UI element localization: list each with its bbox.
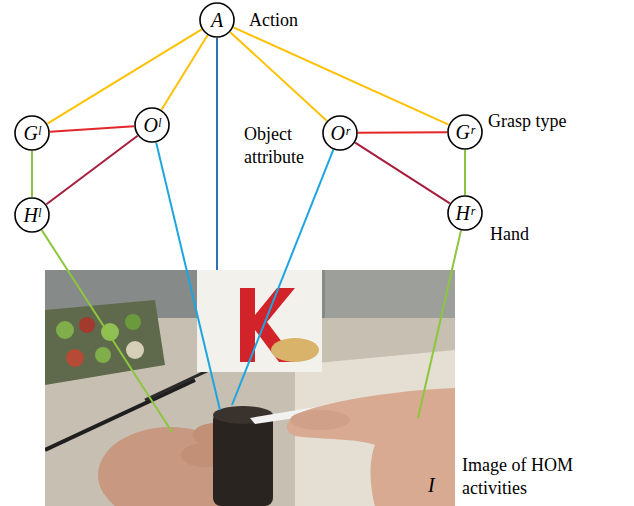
cereal-box — [197, 270, 322, 372]
variable-node: GʳGrasp type — [447, 114, 483, 150]
variable-label: Grasp type — [488, 110, 566, 133]
dependency-edge — [355, 143, 450, 204]
dependency-edge — [161, 35, 207, 109]
variable-symbol: A — [211, 10, 223, 30]
dependency-edge — [50, 126, 134, 132]
variable-symbol: Oˡ — [143, 115, 160, 135]
dependency-edge — [42, 230, 172, 432]
variable-symbol: Oʳ — [331, 123, 350, 143]
variable-circle-outline — [15, 116, 49, 150]
dependency-edge — [358, 131, 447, 134]
variable-circle-outline — [15, 198, 49, 232]
activity-photo — [45, 270, 455, 506]
variable-label: Action — [249, 9, 298, 32]
variable-node: HʳHand — [447, 195, 483, 231]
variable-label: Object attribute — [244, 123, 318, 168]
image-node: IImage of HOM activities — [45, 270, 455, 506]
image-caption: Image of HOM activities — [462, 454, 632, 499]
variable-node: Hˡ — [14, 197, 50, 233]
variable-node: Oˡ — [134, 107, 170, 143]
dependency-edge — [232, 150, 333, 405]
dependency-edge — [156, 143, 220, 410]
variable-symbol: I — [428, 473, 435, 498]
dependency-edge — [464, 150, 466, 195]
dependency-edge — [230, 32, 326, 121]
variable-circle-outline — [135, 108, 169, 142]
variable-node: OʳObject attribute — [322, 115, 358, 151]
dependency-edge — [418, 231, 461, 418]
variable-symbol: Gˡ — [23, 123, 40, 143]
variable-symbol: Hʳ — [456, 203, 475, 223]
variable-circle-outline — [448, 115, 482, 149]
dependency-edge — [31, 151, 33, 197]
variable-circle-outline — [200, 3, 234, 37]
dependency-edge — [47, 29, 201, 123]
variable-label: Hand — [490, 223, 529, 246]
variable-circle-outline — [323, 116, 357, 150]
variable-symbol: Gʳ — [456, 122, 475, 142]
vegetable-tray — [45, 300, 165, 385]
dependency-edge — [233, 27, 448, 124]
dependency-edge — [216, 38, 218, 270]
variable-circle-outline — [448, 196, 482, 230]
variable-node: Gˡ — [14, 115, 50, 151]
right-hand — [287, 388, 455, 506]
variable-symbol: Hˡ — [23, 205, 40, 225]
dependency-edge — [46, 136, 137, 204]
variable-node: AAction — [199, 2, 235, 38]
